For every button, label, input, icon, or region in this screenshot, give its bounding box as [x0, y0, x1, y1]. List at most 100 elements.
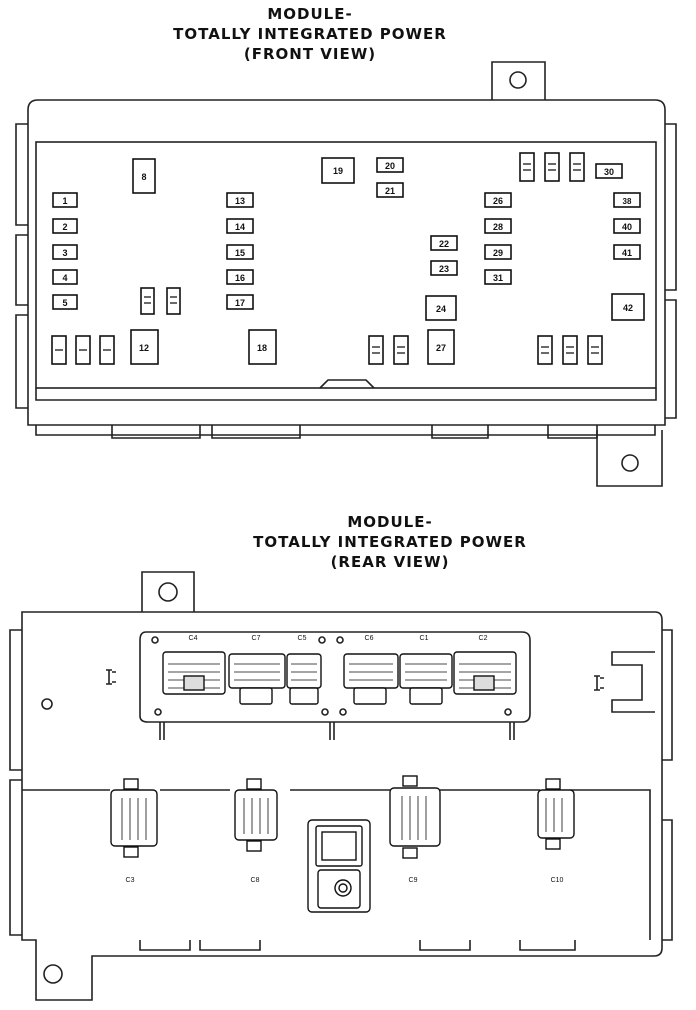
- front-title-line-1: MODULE-: [267, 5, 353, 23]
- mini-fuse-br-a: [537, 335, 553, 365]
- fuse-cavity-12: [130, 329, 159, 365]
- fuse-label-27: 27: [436, 343, 446, 353]
- fuse-label-30: 30: [604, 167, 614, 177]
- fuse-label-29: 29: [493, 248, 503, 258]
- front-fuse-cavities: [51, 152, 645, 365]
- mini-fuse-br-c: [587, 335, 603, 365]
- fuse-cavity-40: [613, 218, 641, 234]
- mini-fuse-bm-b: [393, 335, 409, 365]
- fuse-cavity-5: [52, 294, 78, 310]
- connector-c4: [162, 651, 226, 695]
- fuse-label-20: 20: [385, 161, 395, 171]
- fuse-label-17: 17: [235, 298, 245, 308]
- fuse-cavity-31: [484, 269, 512, 285]
- connector-label-c7: C7: [252, 635, 261, 642]
- fuse-label-19: 19: [333, 166, 343, 176]
- fuse-cavity-14: [226, 218, 254, 234]
- fuse-label-12: 12: [139, 343, 149, 353]
- connector-c5: [286, 653, 322, 705]
- fuse-label-31: 31: [493, 273, 503, 283]
- mini-fuse-left-b: [166, 287, 181, 315]
- mini-fuse-details: [55, 163, 599, 354]
- connector-label-c4: C4: [189, 635, 198, 642]
- rear-connector-labels: C4 C7 C5 C6 C1 C2 C3 C8 C9 C10: [126, 635, 564, 884]
- connector-c7: [228, 653, 286, 705]
- rear-lower-connectors: [110, 775, 575, 913]
- rear-title-line-1: MODULE-: [347, 513, 433, 531]
- fuse-label-22: 22: [439, 239, 449, 249]
- fuse-cavity-22: [430, 235, 458, 251]
- connector-c9: [389, 775, 441, 859]
- connector-label-c6: C6: [365, 635, 374, 642]
- fuse-cavity-17: [226, 294, 254, 310]
- rear-bottom-mount-hole: [43, 964, 63, 984]
- fuse-cavity-13: [226, 192, 254, 208]
- connector-c3: [110, 778, 158, 858]
- front-top-mount-hole: [509, 71, 527, 89]
- connector-c6: [343, 653, 399, 705]
- connector-label-c1: C1: [420, 635, 429, 642]
- fuse-label-13: 13: [235, 196, 245, 206]
- fuse-cavity-18: [248, 329, 277, 365]
- fuse-cavity-21: [376, 182, 404, 198]
- front-title-line-2: TOTALLY INTEGRATED POWER: [173, 25, 447, 43]
- fuse-label-2: 2: [62, 222, 67, 232]
- rear-title-line-3: (REAR VIEW): [330, 553, 450, 571]
- connector-c2: [453, 651, 517, 695]
- fuse-label-8: 8: [141, 172, 146, 182]
- mini-fuse-br-b: [562, 335, 578, 365]
- fuse-cavity-30: [595, 163, 623, 179]
- mini-fuse-tr-b: [544, 152, 560, 182]
- fuse-cavity-29: [484, 244, 512, 260]
- mini-fuse-tr-a: [519, 152, 535, 182]
- front-view-housing: [15, 61, 677, 487]
- fuse-label-5: 5: [62, 298, 67, 308]
- fuse-label-42: 42: [623, 303, 633, 313]
- connector-c8: [234, 778, 278, 852]
- rear-title-line-2: TOTALLY INTEGRATED POWER: [253, 533, 527, 551]
- connector-c1: [399, 653, 453, 705]
- fuse-cavity-26: [484, 192, 512, 208]
- fuse-cavity-42: [611, 293, 645, 321]
- fuse-cavity-24: [425, 295, 457, 321]
- fuse-label-38: 38: [623, 197, 632, 206]
- connector-label-c3: C3: [126, 877, 135, 884]
- connector-label-c8: C8: [251, 877, 260, 884]
- fuse-cavity-27: [427, 329, 455, 365]
- fuse-label-40: 40: [622, 222, 632, 232]
- connector-label-c9: C9: [409, 877, 418, 884]
- fuse-label-3: 3: [62, 248, 67, 258]
- fuse-label-23: 23: [439, 264, 449, 274]
- fuse-label-21: 21: [385, 186, 395, 196]
- connector-label-c10: C10: [551, 877, 564, 884]
- front-view-title: MODULE- TOTALLY INTEGRATED POWER (FRONT …: [40, 4, 580, 64]
- fuse-label-4: 4: [62, 273, 67, 283]
- fuse-label-1: 1: [62, 196, 67, 206]
- fuse-label-14: 14: [235, 222, 245, 232]
- fuse-cavity-4: [52, 269, 78, 285]
- fuse-label-28: 28: [493, 222, 503, 232]
- connector-label-c5: C5: [298, 635, 307, 642]
- connector-label-c2: C2: [479, 635, 488, 642]
- front-title-line-3: (FRONT VIEW): [243, 45, 377, 63]
- fuse-cavity-20: [376, 157, 404, 173]
- fuse-cavity-28: [484, 218, 512, 234]
- fuse-cavity-19: [321, 157, 355, 184]
- fuse-label-15: 15: [235, 248, 245, 258]
- front-fuse-labels: 1 2 3 4 5 8 12 13 14 15 16 17 18 19 20 2…: [62, 161, 633, 353]
- fuse-label-16: 16: [235, 273, 245, 283]
- rear-small-hole: [41, 698, 53, 710]
- fuse-label-18: 18: [257, 343, 267, 353]
- rear-view-housing: [9, 571, 673, 1001]
- fuse-cavity-23: [430, 260, 458, 276]
- fuse-cavity-39: [613, 192, 641, 208]
- rear-view-title: MODULE- TOTALLY INTEGRATED POWER (REAR V…: [120, 512, 660, 572]
- fuse-cavity-8: [132, 158, 156, 194]
- center-relay: [307, 819, 371, 913]
- fuse-cavity-16: [226, 269, 254, 285]
- fuse-label-41: 41: [622, 248, 632, 258]
- fuse-cavity-41: [613, 244, 641, 260]
- fuse-cavity-1: [52, 192, 78, 208]
- fuse-label-26: 26: [493, 196, 503, 206]
